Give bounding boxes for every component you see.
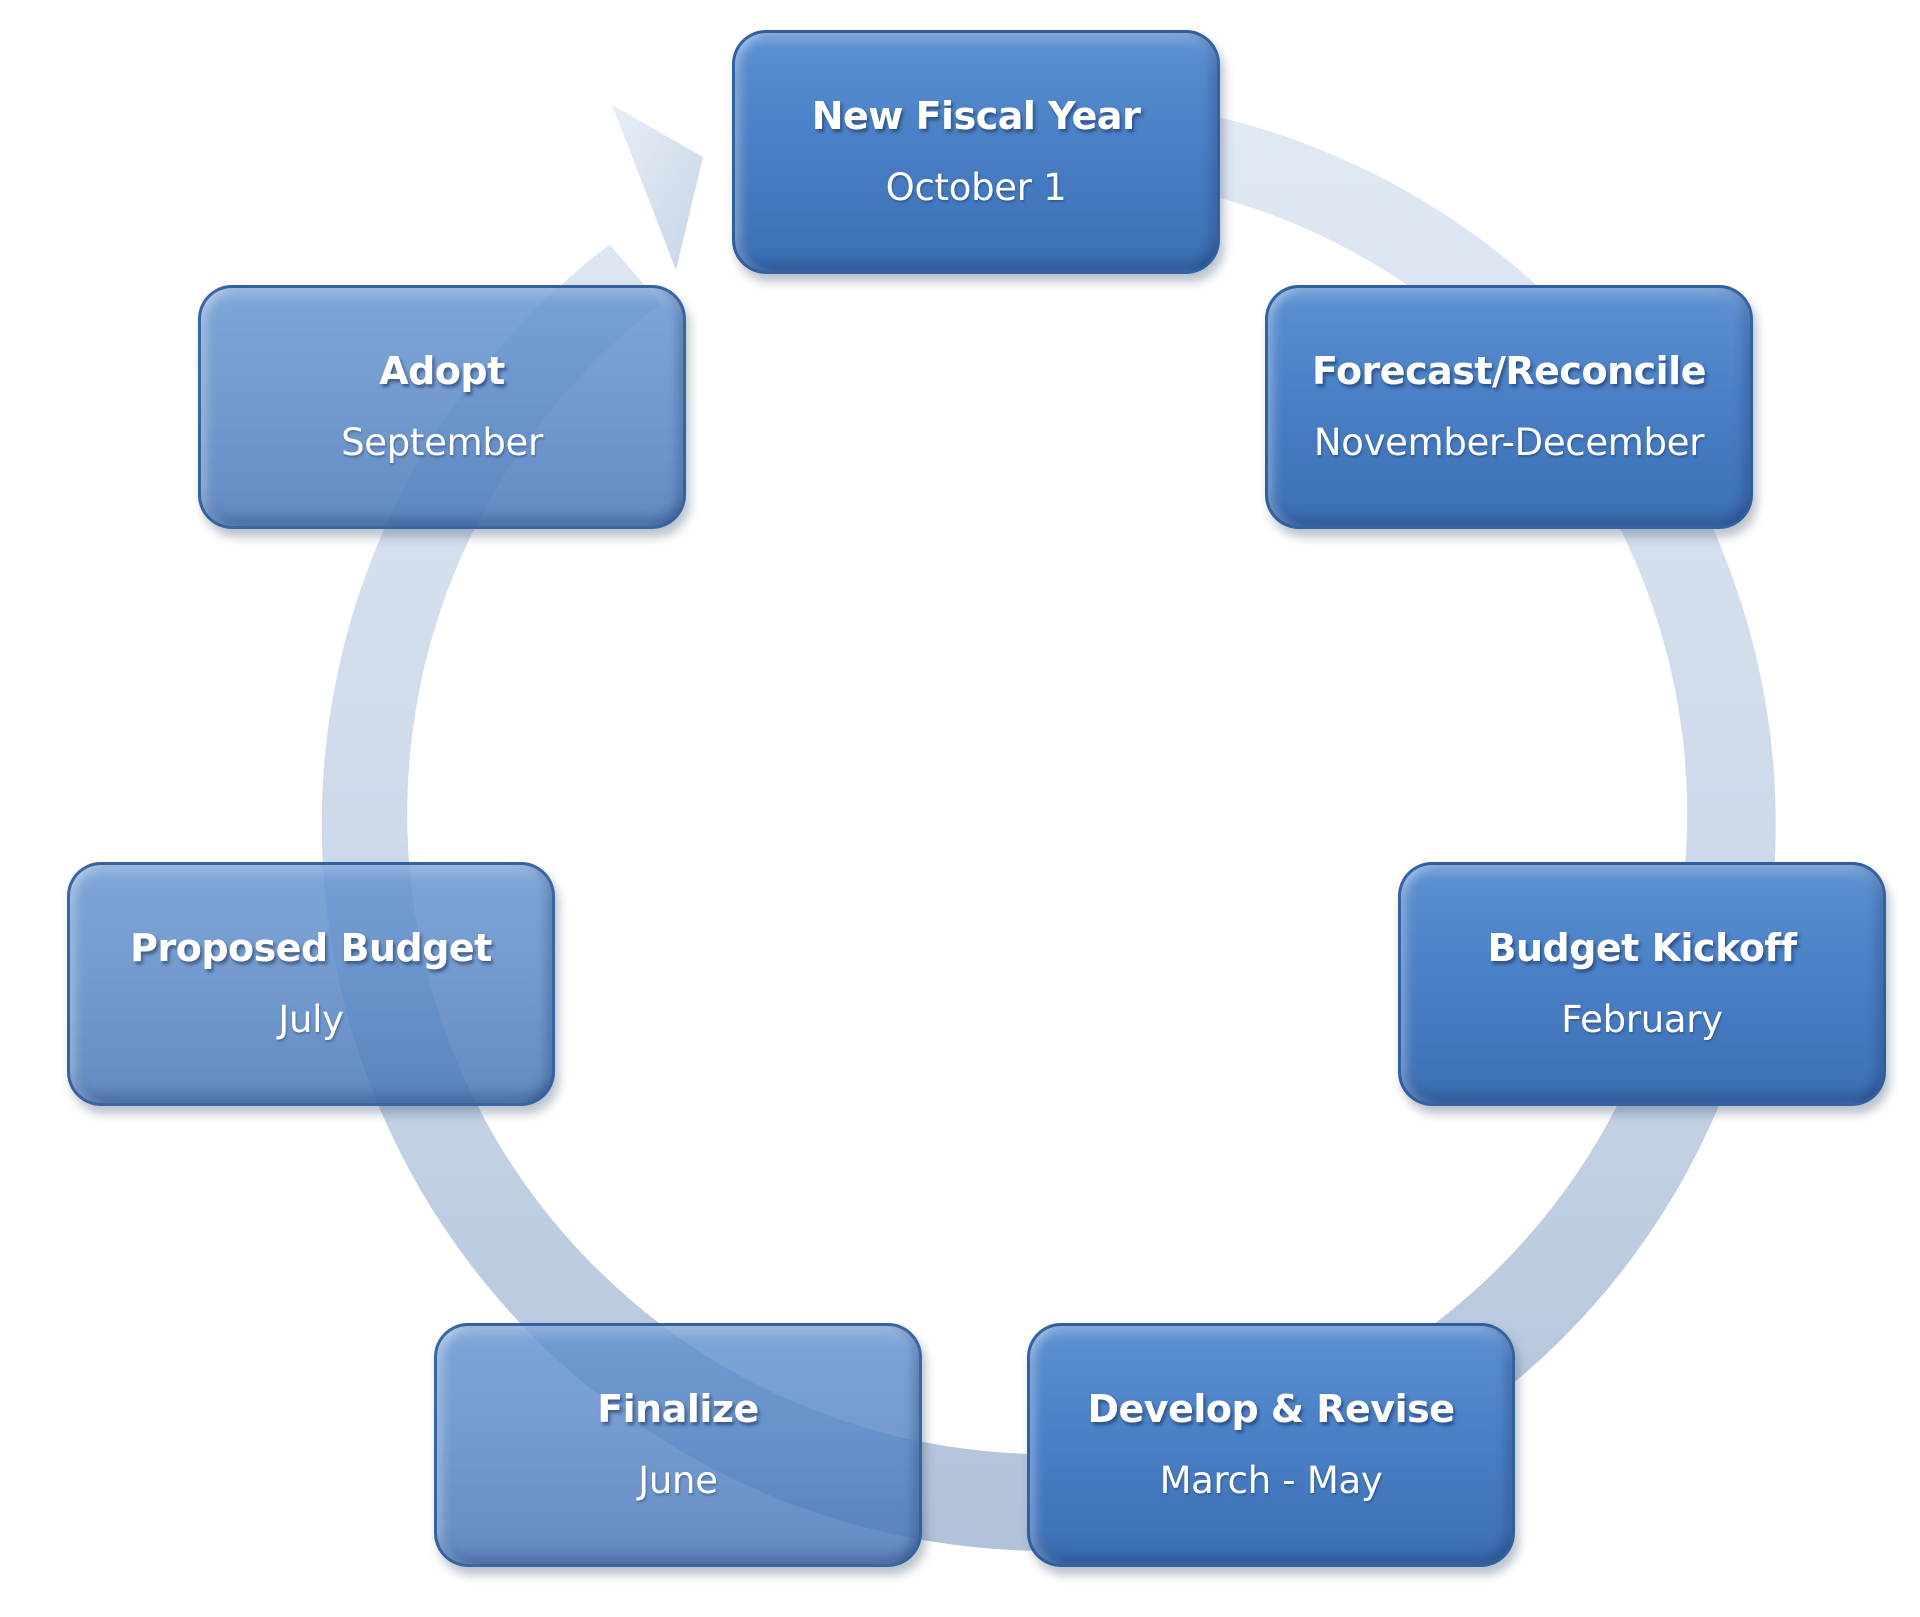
stage-finalize: Finalize June [434, 1323, 922, 1567]
stage-title: Develop & Revise [1087, 1387, 1455, 1431]
stage-proposed-budget: Proposed Budget July [67, 862, 555, 1106]
stage-timing: February [1561, 998, 1723, 1041]
stage-timing: March - May [1159, 1459, 1383, 1502]
stage-timing: September [341, 421, 543, 464]
stage-timing: October 1 [885, 166, 1067, 209]
stage-develop-revise: Develop & Revise March - May [1027, 1323, 1515, 1567]
stage-timing: November-December [1313, 421, 1705, 464]
stage-forecast-reconcile: Forecast/Reconcile November-December [1265, 285, 1753, 529]
stage-budget-kickoff: Budget Kickoff February [1398, 862, 1886, 1106]
stage-title: Forecast/Reconcile [1312, 349, 1706, 393]
stage-title: Budget Kickoff [1487, 926, 1797, 970]
circular-arrow-icon [612, 105, 703, 270]
stage-timing: July [278, 998, 344, 1041]
stage-title: New Fiscal Year [811, 94, 1141, 138]
stage-title: Finalize [597, 1387, 759, 1431]
stage-title: Proposed Budget [130, 926, 492, 970]
stage-title: Adopt [379, 349, 505, 393]
stage-new-fiscal-year: New Fiscal Year October 1 [732, 30, 1220, 274]
stage-adopt: Adopt September [198, 285, 686, 529]
stage-timing: June [638, 1459, 718, 1502]
